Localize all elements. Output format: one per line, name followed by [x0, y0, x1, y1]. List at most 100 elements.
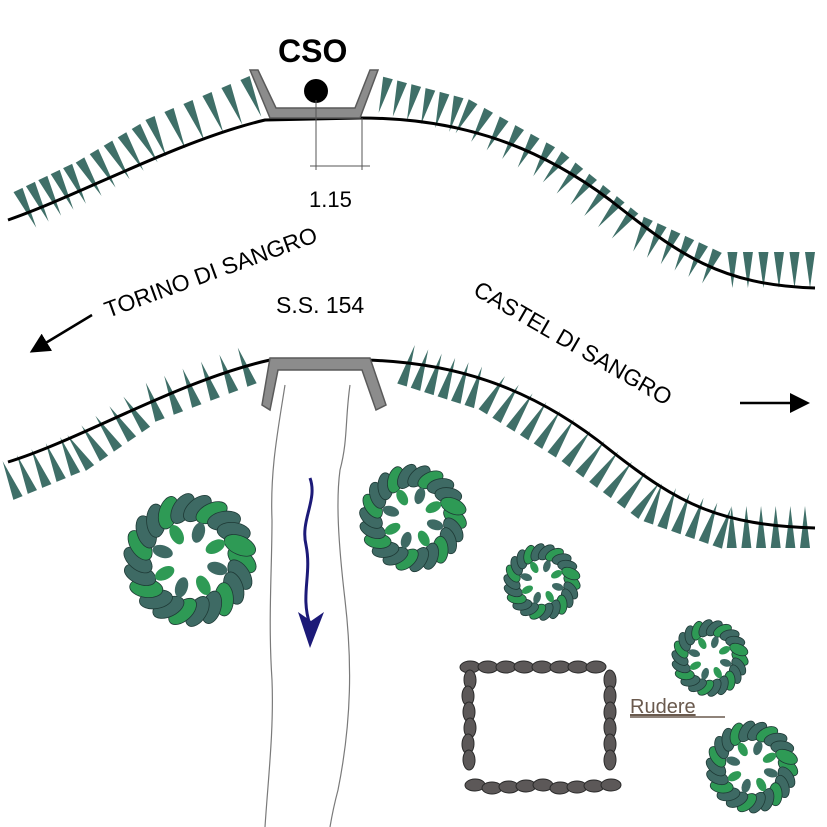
bush-leaf	[195, 575, 211, 595]
embankment-tooth	[219, 354, 239, 394]
ruin-stone	[477, 660, 499, 674]
embankment-tooth	[392, 80, 407, 117]
stream-channel	[264, 384, 351, 827]
embankment-tooth	[424, 353, 442, 396]
ruin-stone	[495, 660, 517, 674]
embankment-tooth	[200, 361, 220, 401]
ruin-stone	[600, 778, 622, 792]
ruin-stone	[549, 660, 571, 674]
ruin-stone	[462, 749, 476, 771]
embankment-tooth	[726, 506, 737, 548]
embankment-tooth	[805, 252, 815, 288]
embankment-tooth	[60, 437, 81, 476]
embankment-tooth	[455, 99, 478, 134]
ruin-stone	[567, 660, 589, 674]
bush-leaf	[719, 646, 731, 655]
bush-leaf	[169, 525, 185, 545]
ruin-stone	[513, 660, 535, 674]
bush	[705, 720, 799, 814]
embankment-tooth	[182, 368, 202, 408]
ruin-stone	[585, 660, 607, 674]
dimension-lines	[310, 100, 370, 170]
embankment-tooth	[406, 84, 422, 121]
bush-leaf	[400, 531, 412, 549]
bush-leaf	[756, 777, 767, 792]
embankment-tooth	[646, 223, 667, 258]
embankment-tooth	[38, 175, 62, 216]
bush-leaf	[775, 748, 798, 765]
bush-leaf	[521, 585, 533, 594]
flow-arrowhead	[298, 612, 324, 648]
embankment-tooth	[451, 362, 469, 404]
bush-leaf	[726, 756, 741, 766]
bush-leaf	[417, 530, 430, 547]
ruin-label: Rudere	[630, 696, 696, 718]
ruin-walls	[459, 660, 622, 795]
embankment-tooth	[660, 229, 681, 265]
bush-leaf	[711, 636, 719, 649]
embankment-tooth	[183, 100, 205, 141]
embankment-tooth	[789, 252, 800, 288]
bush-leaf	[545, 591, 554, 603]
embankment-tooth	[25, 181, 49, 222]
bush-leaf	[426, 519, 444, 531]
bush-leaf	[382, 505, 400, 517]
embankment-tooth	[589, 451, 619, 488]
bush-leaf	[763, 768, 778, 778]
bush-leaf	[530, 561, 539, 573]
embankment-tooth	[437, 357, 456, 400]
bush-leaf	[689, 661, 701, 670]
bush-leaf	[688, 649, 701, 657]
ruin-stone	[603, 749, 617, 771]
embankment-tooth	[421, 88, 436, 125]
embankment-tooth	[378, 76, 393, 113]
bush-leaf	[551, 570, 563, 579]
bush-leaf	[191, 522, 206, 543]
embankment-tooth	[506, 393, 533, 432]
bush-leaf	[384, 522, 401, 535]
embankment-tooth	[502, 125, 525, 160]
embankment-top-left	[13, 76, 262, 228]
embankment-tooth	[492, 384, 519, 423]
culvert-top	[248, 69, 380, 119]
bush-leaf	[155, 565, 175, 581]
bush-leaf	[698, 637, 707, 649]
embankment-tooth	[131, 123, 158, 163]
embankment-tooth	[63, 163, 86, 204]
embankment-tooth	[164, 375, 184, 415]
embankment-tooth	[486, 116, 509, 151]
embankment-tooth	[123, 396, 151, 433]
road-label: S.S. 154	[276, 292, 364, 318]
bush-leaf	[425, 501, 442, 514]
embankment-tooth	[616, 471, 646, 509]
embankment-tooth	[109, 406, 137, 443]
embankment-tooth	[67, 435, 95, 471]
embankment-tooth	[773, 252, 784, 288]
ruin-stone	[531, 660, 553, 674]
embankment-tooth	[75, 157, 102, 197]
embankment-tooth	[410, 349, 429, 391]
embankment-tooth	[533, 410, 561, 449]
bush-leaf	[205, 539, 225, 555]
embankment-tooth	[633, 216, 653, 252]
point-marker-icon	[304, 79, 328, 103]
embankment-tooth	[2, 461, 23, 500]
embankment-tooth	[31, 449, 52, 488]
bush-leaf	[701, 667, 709, 680]
bush-leaf	[543, 560, 551, 573]
embankment-top-right	[378, 76, 815, 288]
bush-leaf	[223, 534, 256, 557]
embankment-tooth	[547, 419, 574, 458]
bush-leaf	[719, 659, 732, 667]
embankment-tooth	[17, 455, 38, 494]
embankment-tooth	[435, 91, 450, 128]
bush-leaf	[174, 577, 189, 598]
bush-leaf	[551, 583, 564, 591]
bush-leaf	[414, 487, 426, 505]
embankment-tooth	[464, 366, 483, 409]
embankment-tooth	[584, 184, 611, 217]
embankment-tooth	[145, 116, 167, 157]
bush	[123, 493, 257, 627]
flow-arrow-icon	[303, 477, 314, 626]
bush-leaf	[737, 742, 748, 757]
